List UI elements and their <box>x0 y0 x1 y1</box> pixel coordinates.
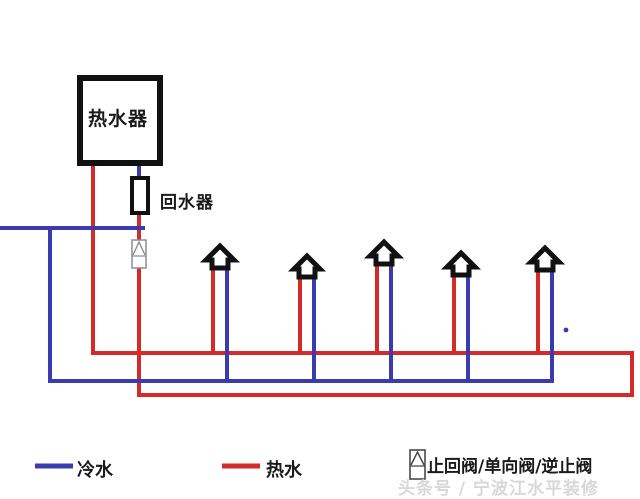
fixture-arrow-2 <box>287 252 327 280</box>
fixture-arrow-1 <box>199 242 241 271</box>
water-heater-box <box>77 75 163 166</box>
legend-hot-water-label: 热水 <box>266 460 302 481</box>
check-valve-symbol <box>131 239 147 269</box>
hot-water-network <box>91 160 634 397</box>
fixture-arrows <box>199 238 566 280</box>
fixture-arrow-4 <box>440 249 482 278</box>
fixture-arrow-5 <box>524 244 566 273</box>
cold-branch-risers <box>225 263 554 383</box>
stray-marker-dot <box>563 327 569 333</box>
return-pump-label: 回水器 <box>160 193 214 213</box>
legend-check-valve-label: 止回阀/单向阀/逆止阀 <box>427 457 593 477</box>
return-pump-box <box>130 176 150 215</box>
hot-branch-risers <box>211 263 540 355</box>
watermark-text: 头条号 / 宁波江水平装修 <box>398 479 600 499</box>
legend-check-valve-icon <box>409 449 426 480</box>
legend-cold-water-label: 冷水 <box>77 460 113 481</box>
water-heater-label: 热水器 <box>88 108 149 130</box>
fixture-arrow-3 <box>363 238 405 267</box>
